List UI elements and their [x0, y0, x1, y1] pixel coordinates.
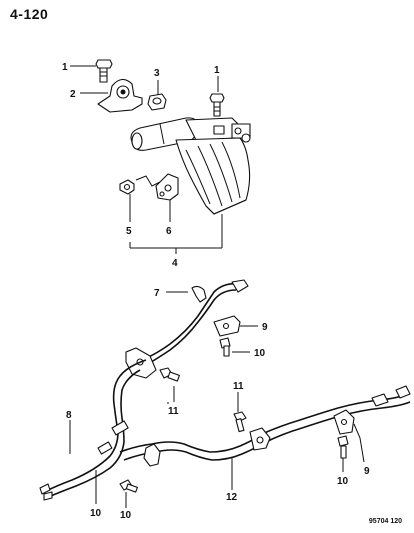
bracket-part-9-upper[interactable] — [213, 315, 258, 337]
parking-brake-lever-part-4[interactable] — [130, 117, 251, 215]
switch-part-6[interactable] — [135, 173, 179, 222]
left-rear-cable-part-8[interactable] — [39, 359, 147, 501]
clip-part-7[interactable] — [166, 285, 207, 303]
bolt-part-10-right[interactable] — [337, 435, 349, 472]
bolt-part-11-left[interactable] — [159, 367, 180, 402]
callout-12: 12 — [226, 492, 238, 503]
front-cable[interactable] — [145, 279, 249, 365]
callout-2: 2 — [70, 89, 76, 100]
bolt-part-10-lower-left[interactable] — [119, 479, 138, 508]
callout-9-upper: 9 — [262, 322, 268, 333]
callout-10-right: 10 — [337, 476, 349, 487]
bracket-part-2[interactable] — [80, 78, 143, 113]
nut-part-5[interactable] — [119, 179, 135, 222]
callout-7: 7 — [154, 288, 160, 299]
callout-10-upper: 10 — [254, 348, 266, 359]
callout-11-left: 11 — [168, 406, 179, 417]
callout-10-bottom: 10 — [120, 510, 132, 521]
bolt-part-11-right[interactable] — [233, 392, 247, 433]
callout-10-bottom-left: 10 — [90, 508, 102, 519]
bolt-part-10-upper[interactable] — [219, 337, 250, 357]
drawing-number: 95704 120 — [368, 518, 402, 525]
callout-11-right: 11 — [233, 381, 244, 392]
callout-8: 8 — [66, 410, 72, 421]
bolt-part-1-right[interactable] — [209, 76, 225, 117]
callout-1-upper-right: 1 — [214, 65, 220, 76]
callout-6: 6 — [166, 226, 172, 237]
bracket-part-9-lower[interactable] — [333, 409, 365, 463]
equalizer-bracket[interactable] — [125, 347, 157, 379]
callout-4: 4 — [172, 258, 178, 269]
callout-5: 5 — [126, 226, 132, 237]
bolt-part-1-upper[interactable] — [70, 59, 113, 83]
page-title: 4-120 — [10, 6, 49, 22]
callout-9-lower: 9 — [364, 466, 370, 477]
leader-bracket-part-4 — [129, 214, 223, 254]
bushing-part-3[interactable] — [147, 80, 167, 111]
callout-1-upper-left: 1 — [62, 62, 68, 73]
right-rear-cable-part-12[interactable] — [119, 385, 411, 490]
callout-3: 3 — [154, 68, 160, 79]
